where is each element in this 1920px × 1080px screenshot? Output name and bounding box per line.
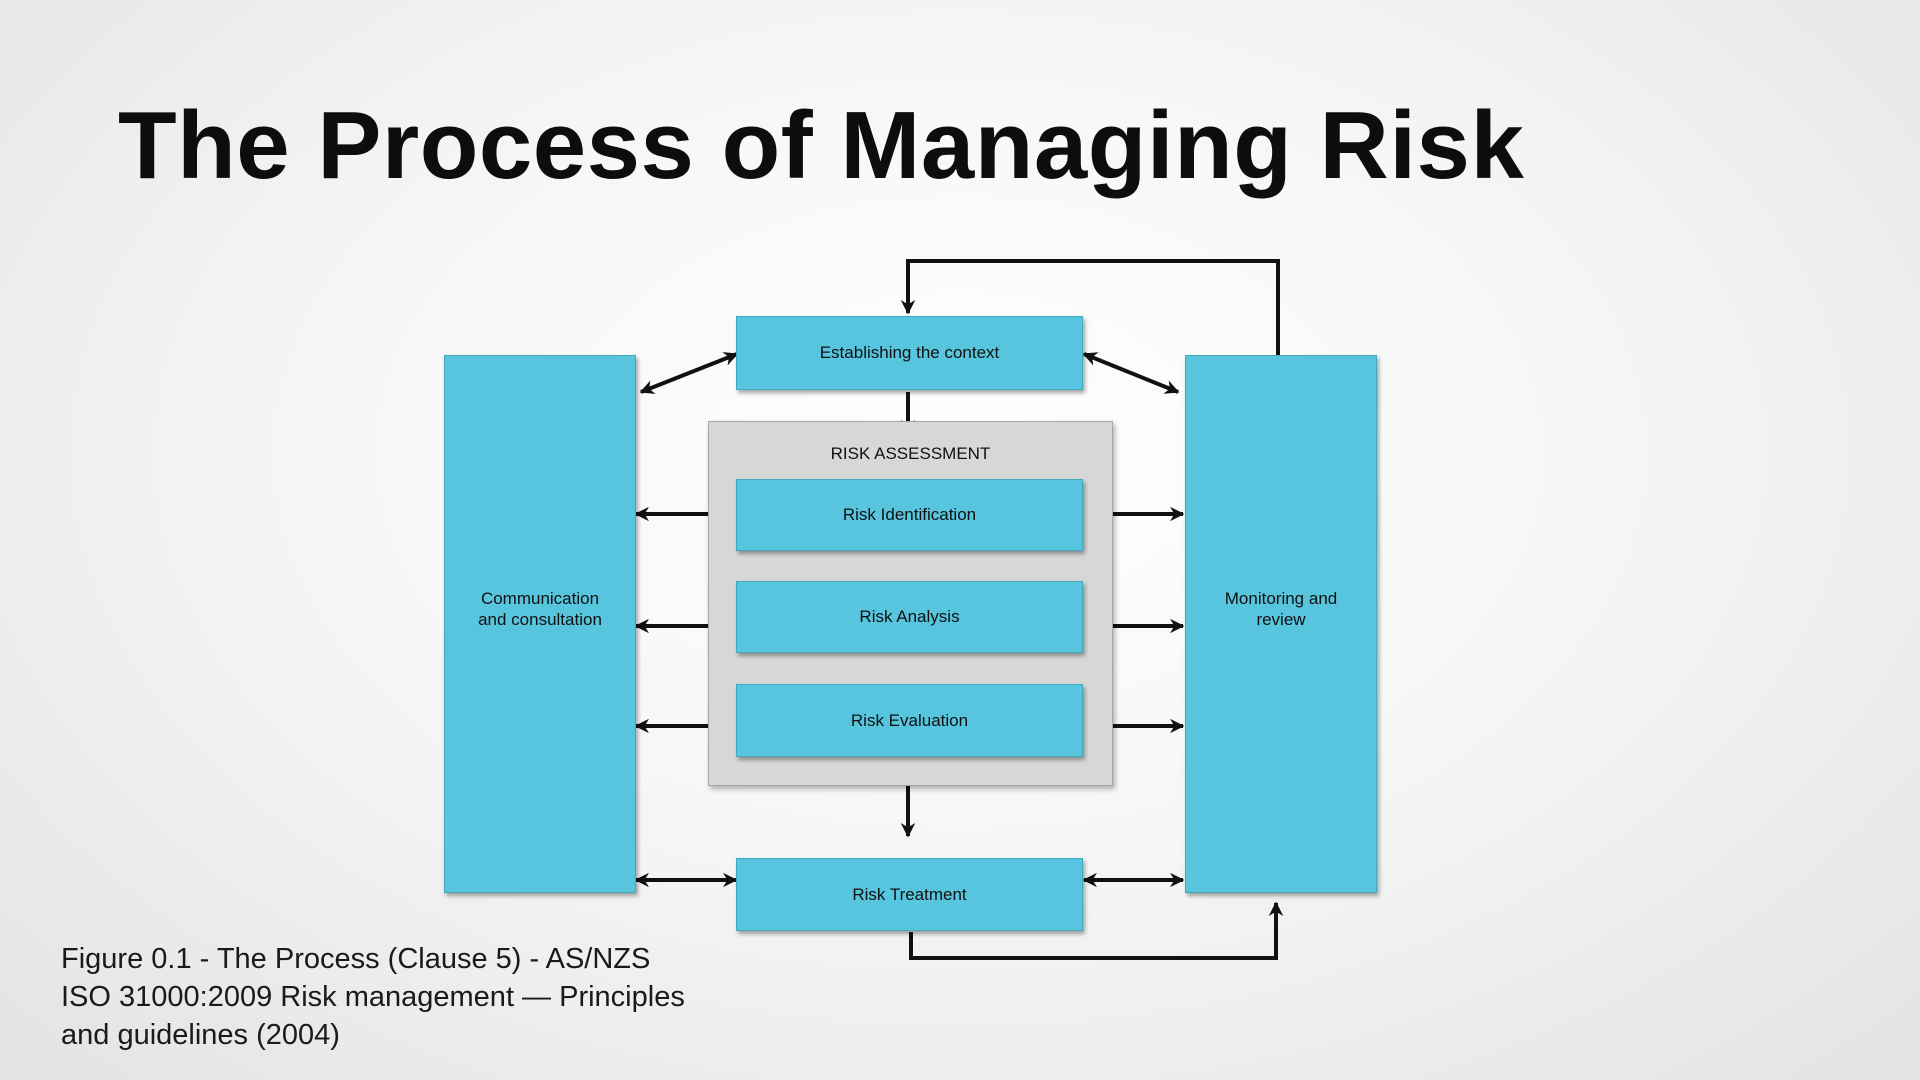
establishing-context-label: Establishing the context — [819, 343, 1000, 362]
risk-treatment-label: Risk Treatment — [852, 884, 967, 904]
slide-title: The Process of Managing Risk — [118, 92, 1525, 199]
risk-assessment-label: RISK ASSESSMENT — [830, 444, 991, 463]
monitoring-review-box: Monitoring and review — [1185, 355, 1377, 893]
establishing-context-box: Establishing the context — [736, 316, 1083, 390]
risk-identification-label: Risk Identification — [842, 505, 977, 524]
communication-consultation-label: Communication and consultation — [478, 589, 602, 629]
monitoring-review-label: Monitoring and review — [1224, 589, 1338, 629]
risk-evaluation-label: Risk Evaluation — [850, 710, 969, 730]
context-monitoring-arrow — [1082, 352, 1180, 394]
risk-treatment-box: Risk Treatment — [736, 858, 1083, 931]
risk-evaluation-box: Risk Evaluation — [736, 684, 1083, 757]
communication-consultation-box: Communication and consultation — [444, 355, 636, 893]
risk-identification-box: Risk Identification — [736, 479, 1083, 551]
feedback-loop-arrow — [900, 259, 1280, 355]
figure-caption: Figure 0.1 - The Process (Clause 5) - AS… — [61, 943, 685, 1051]
risk-analysis-label: Risk Analysis — [859, 607, 960, 626]
risk-analysis-box: Risk Analysis — [736, 581, 1083, 653]
communication-context-arrow — [639, 352, 739, 394]
treatment-to-monitoring-arrow — [909, 901, 1284, 960]
